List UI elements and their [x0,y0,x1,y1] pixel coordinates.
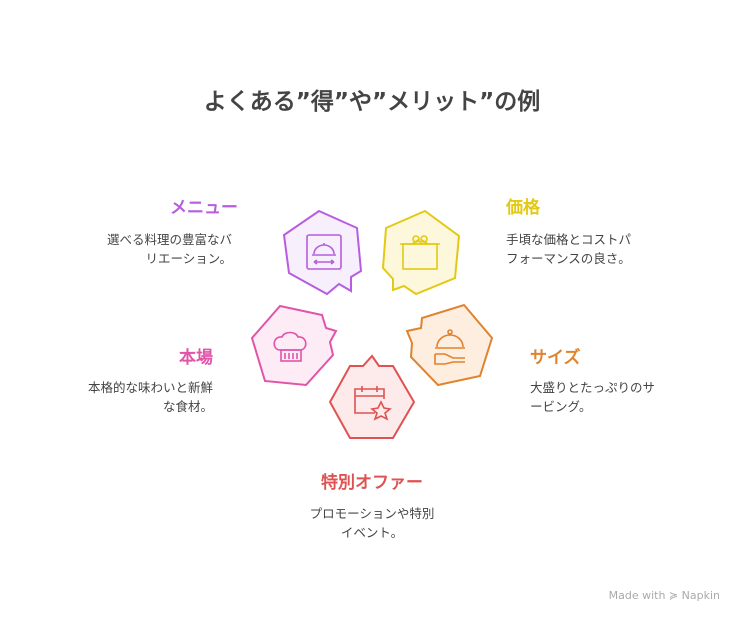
diagram-title: よくある”得”や”メリット”の例 [203,89,541,115]
chef-hat-icon [273,331,307,362]
desc-line: ービング。 [530,399,592,414]
napkin-watermark: Made with ≽ Napkin [608,589,720,602]
menu-desc: 選べる料理の豊富なバリエーション。 [107,230,232,268]
gift-box-icon [400,235,440,270]
desc-line: な食材。 [162,399,213,414]
desc-line: 選べる料理の豊富なバ [106,232,232,247]
desc-line: リエーション。 [145,251,232,266]
authentic-title: 本場 [179,348,213,368]
size-desc: 大盛りとたっぷりのサービング。 [530,378,655,416]
special-offer-title: 特別オファー [321,473,423,493]
special-offer-hexagon [328,354,416,439]
desc-line: イベント。 [340,525,404,540]
calendar-star-icon [354,386,392,421]
size-title: サイズ [530,348,581,368]
desc-line: 本格的な味わいと新鮮 [87,380,213,395]
authentic-desc: 本格的な味わいと新鮮な食材。 [88,378,213,416]
cloche-arrows-icon [306,234,342,270]
desc-line: プロモーションや特別 [309,506,435,521]
serving-cloche-icon [434,329,465,365]
desc-line: フォーマンスの良さ。 [506,251,631,266]
desc-line: 大盛りとたっぷりのサ [530,380,656,395]
price-title: 価格 [506,198,540,218]
size-hexagon [405,303,494,387]
menu-hexagon [282,209,363,296]
price-desc: 手頃な価格とコストパフォーマンスの良さ。 [506,230,631,268]
menu-title: メニュー [170,198,238,218]
special-offer-desc: プロモーションや特別イベント。 [272,504,472,542]
price-hexagon [381,209,461,296]
desc-line: 手頃な価格とコストパ [506,232,632,247]
authentic-hexagon [250,304,338,387]
